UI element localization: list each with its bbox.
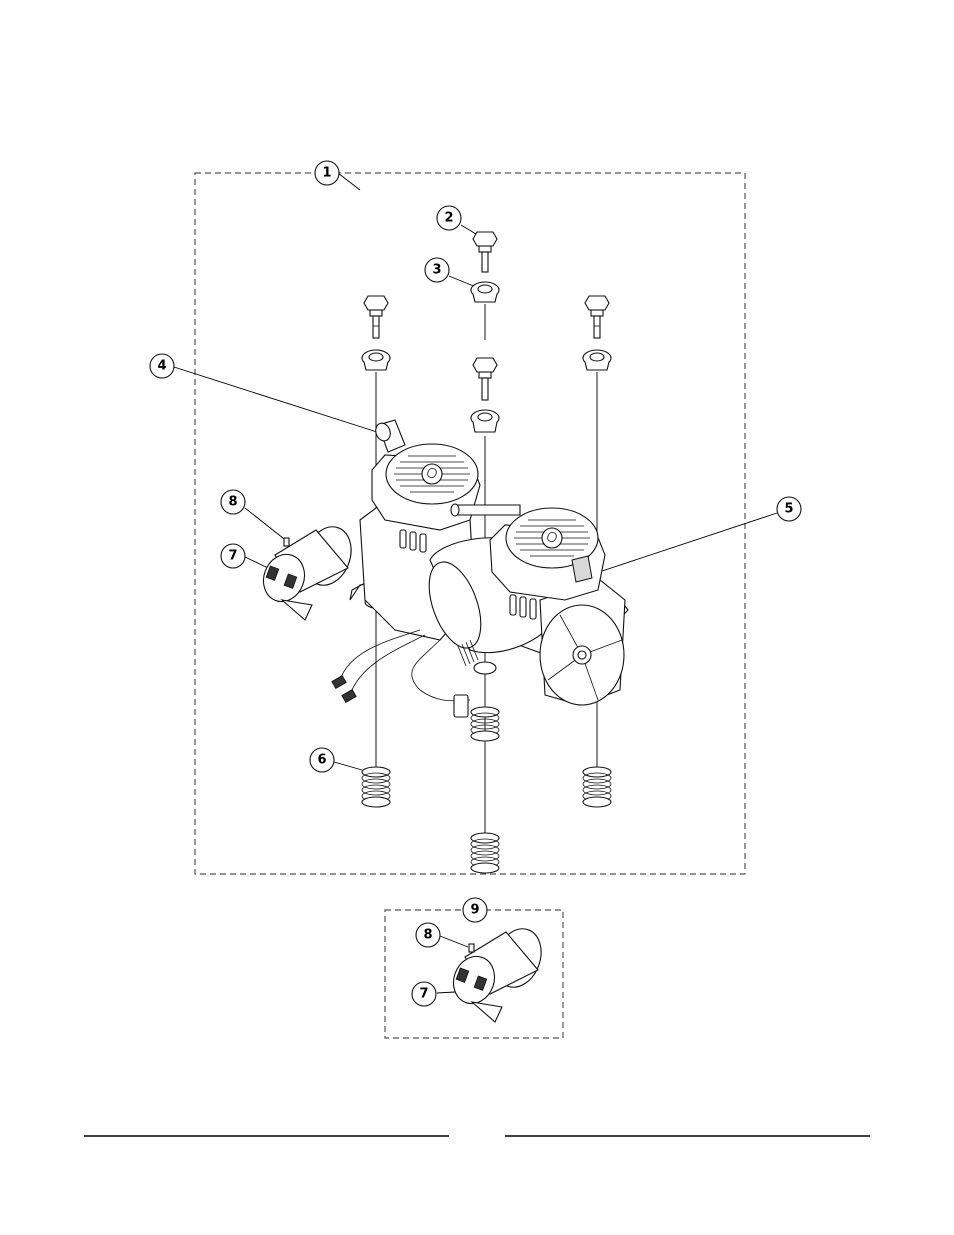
spring-left [362, 767, 390, 807]
callout-9-label: 9 [470, 903, 479, 918]
callout-7-replacement-label: 7 [419, 987, 428, 1002]
capacitor-replacement [447, 922, 549, 1022]
washer-right [583, 350, 611, 370]
callout-6: 6 [310, 748, 334, 772]
callout-6-label: 6 [317, 753, 326, 768]
spring-center-lower [471, 833, 499, 873]
callout-2-label: 2 [444, 211, 453, 226]
bolt-top [473, 232, 497, 272]
callout-4: 4 [150, 354, 174, 378]
callout-5: 5 [777, 497, 801, 521]
callout-8-replacement: 8 [416, 923, 440, 947]
callout-3: 3 [425, 258, 449, 282]
callout-1: 1 [315, 161, 339, 185]
callout-3-label: 3 [432, 263, 441, 278]
callout-9: 9 [463, 898, 487, 922]
callout-4-label: 4 [157, 359, 166, 374]
callout-2: 2 [437, 206, 461, 230]
washer-left [362, 350, 390, 370]
washer-top [471, 282, 499, 302]
callout-7-main-label: 7 [228, 549, 237, 564]
bolt-left [364, 296, 388, 338]
spring-right [583, 767, 611, 807]
bolt-right [585, 296, 609, 338]
callout-8-main: 8 [221, 490, 245, 514]
callout-5-label: 5 [784, 502, 793, 517]
callout-7-main: 7 [221, 544, 245, 568]
washer-center [471, 410, 499, 432]
capacitor-main [257, 520, 359, 620]
callout-8-main-label: 8 [228, 495, 237, 510]
callout-7-replacement: 7 [412, 982, 436, 1006]
bolt-center [473, 358, 497, 400]
callout-8-replacement-label: 8 [423, 928, 432, 943]
callout-1-label: 1 [322, 166, 331, 181]
